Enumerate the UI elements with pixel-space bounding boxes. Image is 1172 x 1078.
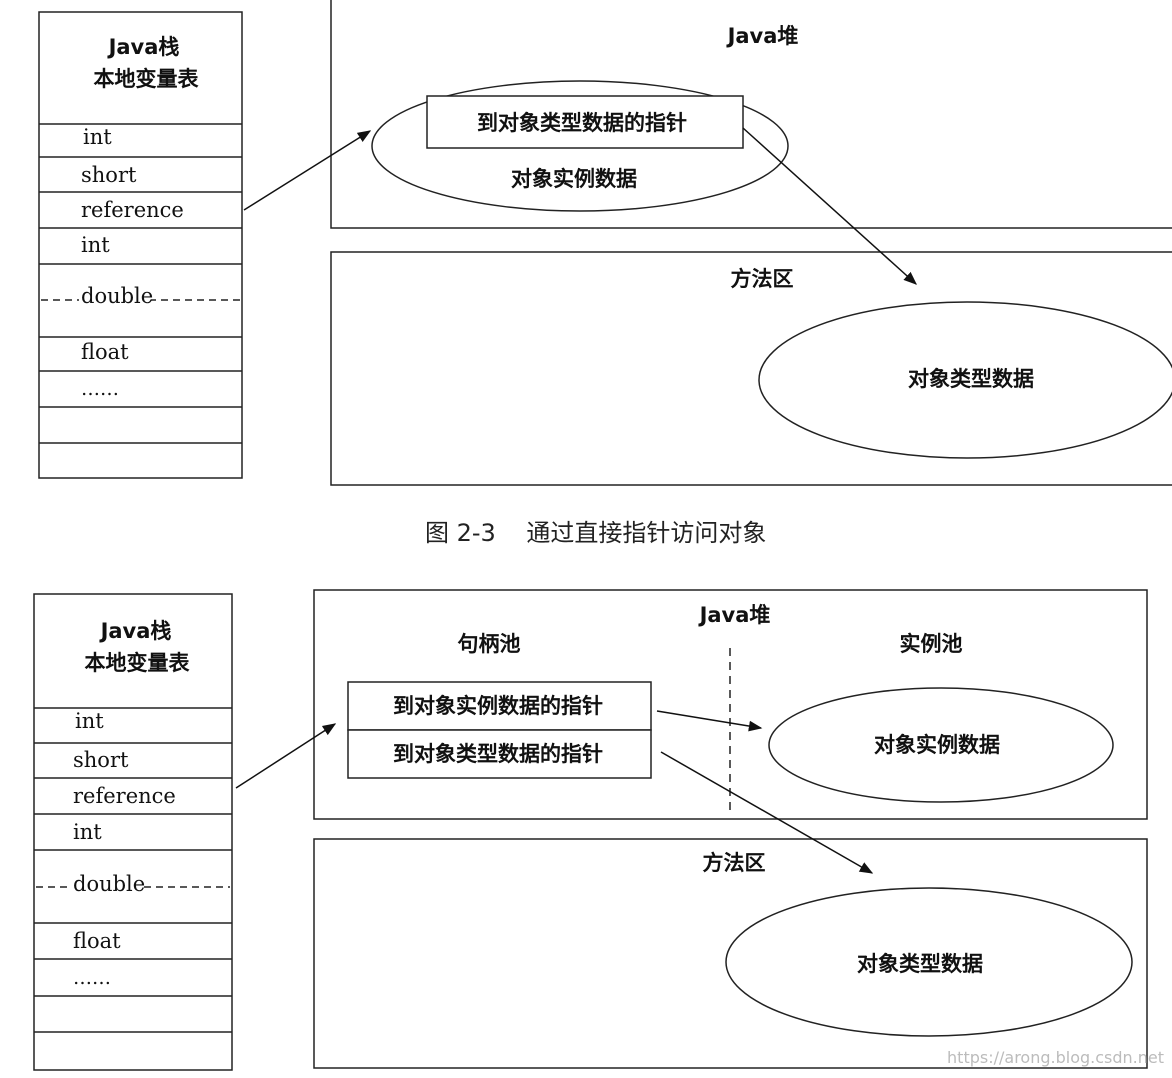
slot-int: int (75, 709, 104, 733)
method-area-label: 方法区 (731, 267, 794, 291)
type-pointer-label: 到对象类型数据的指针 (393, 742, 603, 766)
reference-to-handle-arrow (235, 723, 337, 789)
java-stack-frame (33, 593, 233, 1071)
java-heap-label: Java堆 (726, 24, 799, 48)
method-area-box (313, 838, 1148, 1069)
slot-ellipsis: …… (81, 378, 119, 400)
method-area-label: 方法区 (703, 851, 766, 875)
reference-to-instance-arrow (243, 130, 372, 211)
stack-title: Java栈 (99, 619, 172, 643)
slot-int: int (81, 233, 110, 257)
object-instance-ellipse (768, 687, 1114, 803)
handle-pool-label: 句柄池 (458, 632, 521, 656)
slot-int: int (83, 125, 112, 149)
slot-float: float (81, 340, 129, 364)
stack-title: Java栈 (107, 35, 180, 59)
label-mask (79, 284, 151, 310)
watermark: https://arong.blog.csdn.net (947, 1048, 1164, 1067)
object-instance-data-label: 对象实例数据 (511, 167, 637, 191)
label-mask (71, 872, 143, 898)
slot-ellipsis: …… (73, 967, 111, 989)
slot-int: int (73, 820, 102, 844)
figure-direct-pointer: Java栈 本地变量表 int short reference int doub… (38, 0, 1172, 486)
object-instance-ellipse (371, 80, 789, 212)
slot-reference: reference (81, 198, 184, 222)
slot-short: short (73, 748, 129, 772)
slot-short: short (81, 163, 137, 187)
figure-handle-access: Java栈 本地变量表 int short reference int doub… (33, 589, 1148, 1071)
object-type-data-label: 对象类型数据 (857, 952, 983, 976)
handle-to-type-arrow (660, 751, 874, 874)
type-pointer-box (426, 95, 744, 149)
instance-pool-label: 实例池 (900, 632, 963, 656)
instance-pointer-box (347, 681, 652, 731)
pointer-to-type-arrow (742, 127, 918, 285)
slot-double: double (81, 284, 153, 308)
figure-caption: 图 2-3 通过直接指针访问对象 (425, 519, 766, 547)
slot-double: double (73, 872, 145, 896)
java-heap-label: Java堆 (698, 603, 771, 627)
handle-to-instance-arrow (656, 710, 763, 732)
type-pointer-box (347, 729, 652, 779)
local-variable-table-title: 本地变量表 (94, 67, 200, 91)
method-area-box (330, 251, 1172, 486)
slot-reference: reference (73, 784, 176, 808)
instance-pointer-label: 到对象实例数据的指针 (393, 694, 603, 718)
local-variable-table-title: 本地变量表 (85, 651, 191, 675)
type-pointer-label: 到对象类型数据的指针 (477, 111, 687, 135)
object-type-data-ellipse (725, 887, 1133, 1037)
object-instance-data-label: 对象实例数据 (874, 733, 1000, 757)
java-stack-frame (38, 11, 243, 479)
object-type-data-label: 对象类型数据 (908, 367, 1034, 391)
object-type-data-ellipse (758, 301, 1172, 459)
java-heap-box (330, 0, 1172, 229)
java-heap-box (313, 589, 1148, 820)
java-stack (38, 11, 243, 479)
slot-float: float (73, 929, 121, 953)
